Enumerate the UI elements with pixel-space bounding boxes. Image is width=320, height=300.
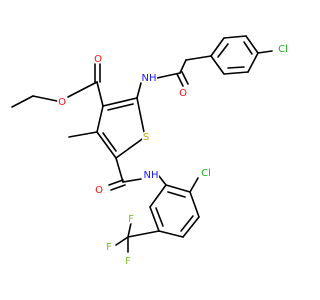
atom-f-1: F [106, 242, 112, 253]
bond-ring-c3-c2 [102, 97, 138, 107]
atom-o-amide-bottom: O [95, 185, 103, 196]
atom-nh-top: NH [142, 73, 157, 84]
atom-nh-bottom: NH [144, 170, 159, 181]
bond-ring-c5-c4-inner [102, 132, 117, 152]
bond-top-ring-5-inner [227, 66, 245, 69]
bond-ethyl-ch2-o [32, 95, 58, 102]
bond-nh-carbonyl [156, 72, 181, 79]
bond-c2-nh [136, 82, 142, 99]
bond-ring-c4-c3 [96, 105, 104, 133]
atom-o-amide-top: O [179, 88, 187, 99]
bond-c-cl-bottom [189, 177, 199, 193]
bond-ring-s-c5 [115, 136, 146, 159]
bond-bottom-ring-1 [149, 184, 167, 208]
bond-top-ring-2 [223, 35, 247, 39]
molecule-structure: O O NH H O Cl S O NH H Cl F F F [11, 35, 290, 269]
bond-bottom-ring-4 [182, 216, 200, 238]
atom-s-thiophene: S [143, 132, 149, 143]
bond-amide-bottom-carbonyl-double-1 [108, 179, 124, 186]
bond-top-ring-6 [210, 55, 225, 75]
bond-nh-aryl [158, 175, 167, 186]
bond-layer [11, 35, 273, 253]
bond-top-ring-3-inner [243, 41, 253, 55]
bond-ring-c2-s [136, 97, 146, 138]
bond-c5-carbonyl [115, 157, 124, 183]
bond-bottom-ring-2 [149, 206, 160, 232]
atom-o-ester-ether: O [58, 97, 66, 108]
bond-bottom-ring-2-inner [155, 207, 164, 227]
bond-bottom-ring-4-inner [180, 215, 194, 232]
bond-bottom-ring-3 [158, 230, 184, 238]
bond-ch2-ring [185, 55, 212, 61]
bond-amide-bottom-carbonyl-double-2 [110, 184, 126, 191]
bond-top-ring-1 [210, 37, 225, 57]
bond-top-ring-1-inner [217, 43, 229, 58]
atom-cl-top: Cl [278, 44, 288, 55]
bond-ring-c5-c4 [96, 131, 117, 159]
bond-top-ring-5 [223, 71, 249, 75]
atom-o-ester-carbonyl: O [94, 54, 102, 65]
bond-methyl [68, 131, 98, 138]
bond-bottom-ring-6 [165, 184, 191, 193]
bond-top-ring-3 [245, 35, 259, 54]
atom-f-2: F [125, 256, 131, 267]
bond-carbonyl-nh-bottom [122, 178, 142, 183]
bond-c-f-3 [127, 222, 132, 238]
bond-ring-c3-c2-inner [107, 103, 134, 111]
atom-f-3: F [128, 214, 134, 225]
bond-top-ring-4 [247, 52, 259, 73]
bond-carbonyl-ch2 [179, 59, 187, 74]
bond-amide-top-carbonyl-double-1 [176, 73, 184, 87]
bond-ethyl-ch3-ch2 [11, 95, 34, 108]
bond-c-f-1 [115, 236, 129, 246]
bond-ether-o-carbonyl-c [67, 81, 98, 98]
atom-label-layer: O O NH H O Cl S O NH H Cl F F F [57, 43, 290, 269]
atom-cl-bottom: Cl [201, 168, 211, 179]
bond-bottom-ring-6-inner [167, 191, 186, 198]
bond-amide-top-carbonyl-double-2 [181, 71, 189, 85]
bond-ring-cf3 [127, 230, 160, 238]
bond-c-cl-top [257, 50, 273, 54]
bond-bottom-ring-5 [189, 191, 200, 218]
bond-ester-c-to-ring-c3 [96, 81, 104, 107]
